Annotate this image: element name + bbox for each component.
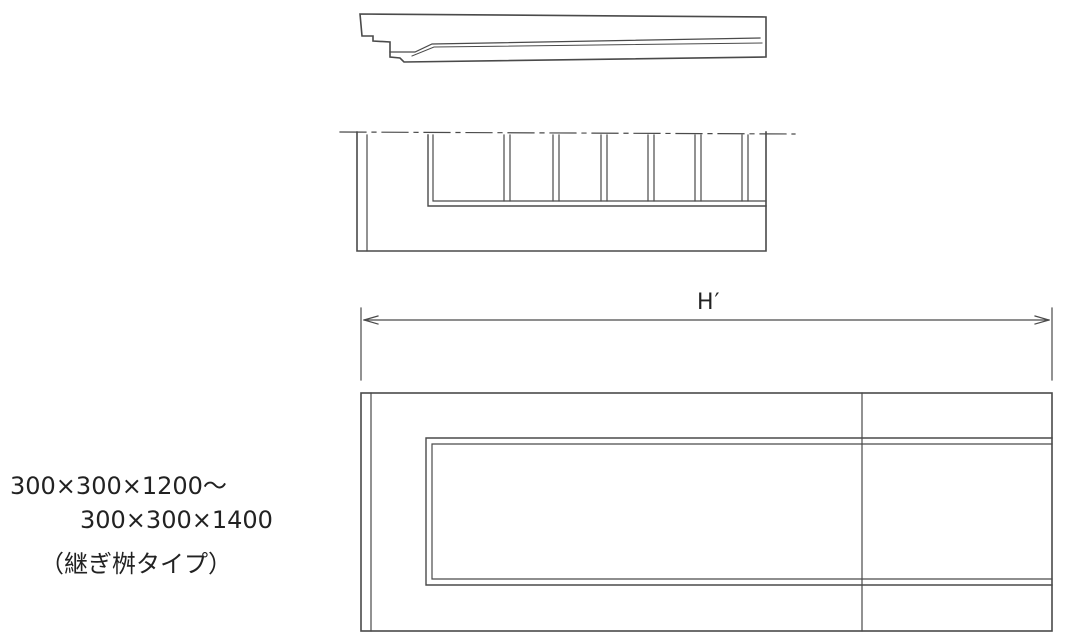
dimension-label-h-prime: H′ <box>697 290 721 315</box>
plan-view <box>360 392 1053 632</box>
spec-size-from: 300×300×1200～ <box>10 472 227 500</box>
side-profile-view <box>359 13 767 63</box>
spec-size-to: 300×300×1400 <box>80 506 273 534</box>
section-view <box>339 131 796 252</box>
grating-bars <box>503 134 749 202</box>
dimension-line <box>360 307 1053 381</box>
spec-type-note: （継ぎ桝タイプ） <box>40 550 232 578</box>
